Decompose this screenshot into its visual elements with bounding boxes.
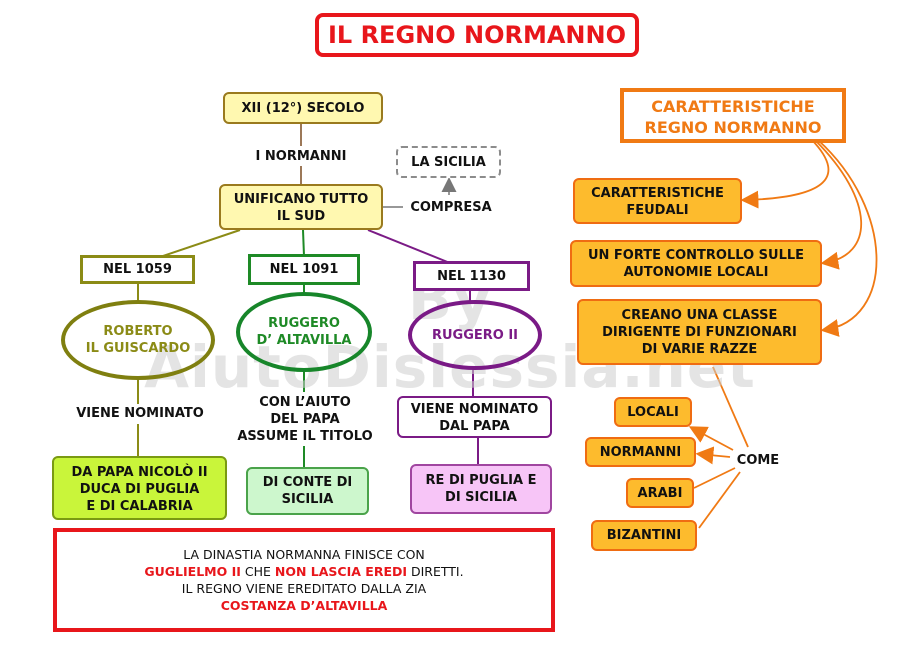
unify-line-2: IL SUD xyxy=(276,209,326,224)
roberto-ellipse: ROBERTO IL GUISCARDO xyxy=(61,300,215,380)
ruggero-ii-result-box: RE DI PUGLIA E DI SICILIA xyxy=(410,464,552,514)
ruggero-ii-ellipse: RUGGERO II xyxy=(408,300,542,370)
feature-control-line-2: AUTONOMIE LOCALI xyxy=(623,265,769,280)
line-branch-2 xyxy=(302,229,305,257)
ending-line-3: IL REGNO VIENE EREDITATO DALLA ZIA xyxy=(181,581,427,596)
line-branch-1 xyxy=(159,229,241,258)
page-title: IL REGNO NORMANNO xyxy=(315,13,639,57)
roberto-line-2: IL GUISCARDO xyxy=(85,341,191,356)
ruggero-ii-result-line-1: RE DI PUGLIA E xyxy=(425,473,537,488)
race-arabi-box: ARABI xyxy=(626,478,694,508)
ending-line-2-che: CHE xyxy=(240,564,275,579)
century-box: XII (12°) SECOLO xyxy=(223,92,383,124)
feature-class-line-1: CREANO UNA CLASSE xyxy=(621,308,778,323)
feature-class-line-3: DI VARIE RAZZE xyxy=(641,342,758,357)
roberto-action: VIENE NOMINATO xyxy=(76,406,204,421)
year-1059-box: NEL 1059 xyxy=(80,255,195,284)
compresa-label: COMPRESA xyxy=(410,200,492,215)
guglielmo-name: GUGLIELMO II xyxy=(144,564,241,579)
ruggero-action-line-3: ASSUME IL TITOLO xyxy=(237,429,373,444)
ending-line-2-tail: DIRETTI. xyxy=(407,564,464,579)
ending-line-2: GUGLIELMO II CHE NON LASCIA EREDI DIRETT… xyxy=(57,563,551,580)
feature-feudal-line-2: FEUDALI xyxy=(626,203,689,218)
ending-line-1: LA DINASTIA NORMANNA FINISCE CON xyxy=(183,547,425,562)
arrow-feature-1 xyxy=(740,139,830,209)
ruggero-ii-action-box: VIENE NOMINATO DAL PAPA xyxy=(397,396,552,438)
feature-class-box: CREANO UNA CLASSE DIRIGENTE DI FUNZIONAR… xyxy=(577,299,822,365)
line-bizantini xyxy=(698,471,741,529)
year-1130-box: NEL 1130 xyxy=(413,261,530,291)
features-title-box: CARATTERISTICHE REGNO NORMANNO xyxy=(620,88,846,143)
ruggero-line-1: RUGGERO xyxy=(268,316,340,331)
sicily-box: LA SICILIA xyxy=(396,146,501,178)
unify-box: UNIFICANO TUTTO IL SUD xyxy=(219,184,383,230)
line-to-come xyxy=(712,366,749,448)
race-locali-box: LOCALI xyxy=(614,397,692,427)
arrow-normanni xyxy=(695,446,731,465)
ruggero-result-box: DI CONTE DI SICILIA xyxy=(246,467,369,515)
ruggero-ii-label: RUGGERO II xyxy=(431,327,519,343)
ruggero-ii-result-line-2: DI SICILIA xyxy=(445,490,517,505)
roberto-result-line-3: E DI CALABRIA xyxy=(86,499,193,514)
features-title-line-2: REGNO NORMANNO xyxy=(644,118,822,137)
line-arabi xyxy=(693,467,736,489)
costanza-name: COSTANZA D’ALTAVILLA xyxy=(220,598,388,613)
ruggero-result-line-2: SICILIA xyxy=(281,492,334,507)
ruggero-line-2: D’ ALTAVILLA xyxy=(256,333,352,348)
come-label: COME xyxy=(736,453,780,468)
unify-line-1: UNIFICANO TUTTO xyxy=(233,192,369,207)
ruggero-ii-action-line-1: VIENE NOMINATO xyxy=(410,402,539,417)
ruggero-ellipse: RUGGERO D’ ALTAVILLA xyxy=(236,292,372,372)
ruggero-action-line-2: DEL PAPA xyxy=(270,412,340,427)
year-1091-box: NEL 1091 xyxy=(248,254,360,285)
line-branch-3 xyxy=(367,229,451,264)
no-heirs: NON LASCIA EREDI xyxy=(274,564,408,579)
feature-control-line-1: UN FORTE CONTROLLO SULLE xyxy=(587,248,805,263)
arrow-feature-3 xyxy=(817,139,878,337)
roberto-result-line-2: DUCA DI PUGLIA xyxy=(79,482,200,497)
race-normanni-box: NORMANNI xyxy=(585,437,696,467)
ruggero-action: CON L’AIUTO DEL PAPA ASSUME IL TITOLO xyxy=(220,394,390,445)
race-bizantini-box: BIZANTINI xyxy=(591,520,697,551)
feature-class-line-2: DIRIGENTE DI FUNZIONARI xyxy=(602,325,797,340)
ruggero-ii-action-line-2: DAL PAPA xyxy=(439,419,510,434)
ending-box: LA DINASTIA NORMANNA FINISCE CON GUGLIEL… xyxy=(53,528,555,632)
feature-control-box: UN FORTE CONTROLLO SULLE AUTONOMIE LOCAL… xyxy=(570,240,822,287)
normans-label: I NORMANNI xyxy=(255,149,347,164)
roberto-line-1: ROBERTO xyxy=(103,324,173,339)
arrow-feature-2 xyxy=(814,139,863,270)
ruggero-action-line-1: CON L’AIUTO xyxy=(259,395,351,410)
roberto-result-box: DA PAPA NICOLÒ II DUCA DI PUGLIA E DI CA… xyxy=(52,456,227,520)
feature-feudal-line-1: CARATTERISTICHE xyxy=(591,186,724,201)
feature-feudal-box: CARATTERISTICHE FEUDALI xyxy=(573,178,742,224)
arrow-locali xyxy=(688,426,734,451)
features-title-line-1: CARATTERISTICHE xyxy=(651,97,815,116)
roberto-result-line-1: DA PAPA NICOLÒ II xyxy=(71,465,208,480)
ruggero-result-line-1: DI CONTE DI xyxy=(262,475,353,490)
